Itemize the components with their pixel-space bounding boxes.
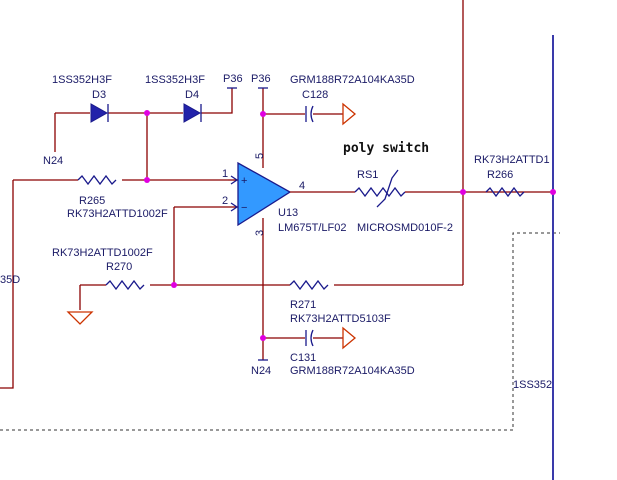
r266-part-label: RK73H2ATTD1 (474, 154, 550, 166)
rs1-part-label: MICROSMD010F-2 (357, 222, 453, 234)
r270-ref-label: R270 (106, 261, 132, 273)
diode-d4[interactable] (183, 103, 202, 123)
ground-icon (342, 102, 357, 126)
pin1-arrow-icon (230, 175, 239, 185)
p36-right-label: P36 (251, 73, 271, 85)
plus-label: + (241, 175, 247, 187)
c131-part-label: GRM188R72A104KA35D (290, 365, 415, 377)
r271-ref-label: R271 (290, 299, 316, 311)
ground-icon-c131 (342, 326, 357, 350)
minus-label: − (241, 202, 247, 214)
junction-dot (260, 335, 266, 341)
pin4-label: 4 (299, 180, 305, 192)
ground-triangle-icon (66, 311, 94, 325)
c128-part-label: GRM188R72A104KA35D (290, 74, 415, 86)
junction-dot (550, 189, 556, 195)
dashed-boundary (0, 232, 560, 431)
c131-ref-label: C131 (290, 352, 316, 364)
c128-ref-label: C128 (302, 89, 328, 101)
pin5-label: 5 (254, 153, 266, 159)
resistor-r270[interactable] (105, 279, 145, 291)
capacitor-c128[interactable] (305, 105, 314, 123)
r265-part-label: RK73H2ATTD1002F (67, 208, 168, 220)
d4-ref-label: D4 (185, 89, 199, 101)
right-edge-label: 1SS352 (513, 379, 552, 391)
pin2-arrow-icon (230, 202, 239, 212)
junction-dot (171, 282, 177, 288)
d4-p36-wire (201, 88, 233, 114)
left-input-wire (0, 180, 14, 389)
d3-ref-label: D3 (92, 89, 106, 101)
poly-switch-label: poly switch (343, 141, 429, 156)
d4-part-label: 1SS352H3F (145, 74, 205, 86)
rs1-ref-label: RS1 (357, 169, 378, 181)
pin2-label: 2 (222, 195, 228, 207)
junction-dot (260, 111, 266, 117)
resistor-r266[interactable] (485, 186, 525, 198)
resistor-r271[interactable] (289, 279, 329, 291)
polyswitch-rs1[interactable] (354, 169, 406, 208)
capacitor-c131[interactable] (305, 329, 314, 347)
u13-part-label: LM675T/LF02 (278, 222, 346, 234)
u13-ref-label: U13 (278, 207, 298, 219)
r266-ref-label: R266 (487, 169, 513, 181)
opamp-u13[interactable] (237, 161, 292, 227)
junctions (144, 110, 556, 341)
resistor-r265[interactable] (77, 174, 117, 186)
junction-dot (144, 110, 150, 116)
left-edge-label: 35D (0, 274, 20, 286)
junction-dot (144, 177, 150, 183)
n24-bottom-label: N24 (251, 365, 271, 377)
r265-ref-label: R265 (79, 195, 105, 207)
pin3-label: 3 (254, 230, 266, 236)
pin1-label: 1 (222, 168, 228, 180)
n24-top-label: N24 (43, 155, 63, 167)
r270-part-label: RK73H2ATTD1002F (52, 247, 153, 259)
p36-left-label: P36 (223, 73, 243, 85)
diode-d3[interactable] (90, 103, 109, 123)
junction-dot (460, 189, 466, 195)
d3-part-label: 1SS352H3F (52, 74, 112, 86)
r271-part-label: RK73H2ATTD5103F (290, 313, 391, 325)
